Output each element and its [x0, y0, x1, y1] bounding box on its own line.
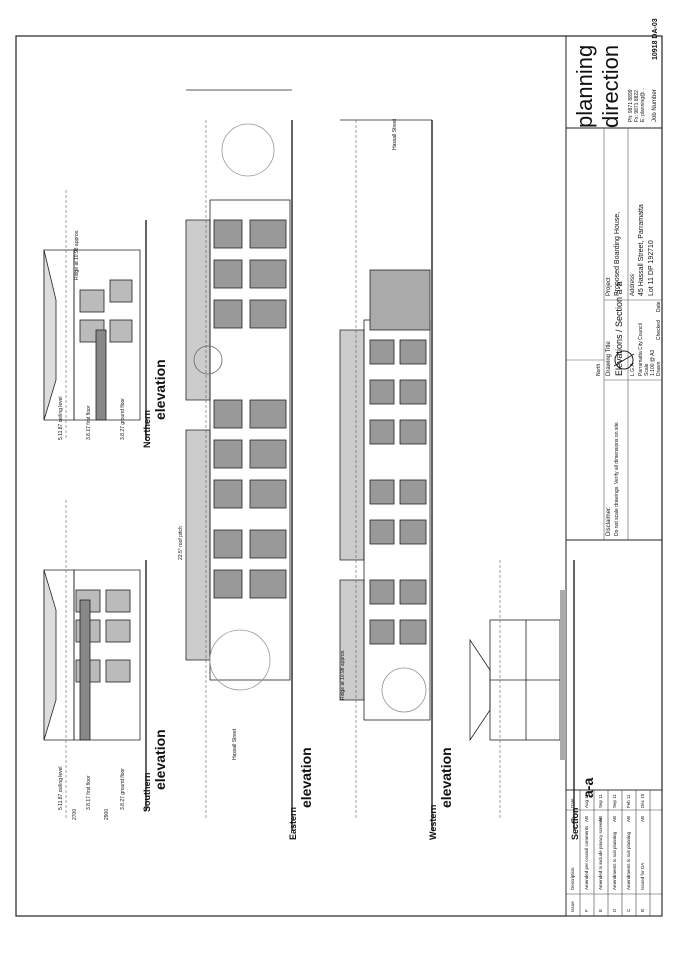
western-elevation-drawing: [339, 119, 433, 830]
drawing-title-label: Drawing Title: [606, 341, 612, 376]
roof-pitch-label: 22.5° roof pitch: [178, 526, 184, 560]
rev-row-date: Sep 11: [598, 794, 603, 808]
street-label: Hassall Street: [232, 728, 238, 760]
rev-header-description: Description: [570, 867, 575, 890]
drawn-label: Drawn: [656, 361, 662, 376]
level-first-label: 3.8.17 first floor: [86, 405, 92, 440]
address-label: Address: [630, 273, 636, 296]
level-first-label: 3.8.17 first floor: [86, 775, 92, 810]
western-title: Western: [428, 804, 438, 840]
rev-row-by: AB: [598, 815, 603, 822]
level-lines: [65, 120, 501, 820]
north-label: North: [596, 363, 602, 376]
northern-subtitle: elevation: [152, 359, 168, 420]
section-title: Section: [570, 807, 580, 840]
rev-row-by: AB: [612, 815, 617, 822]
eastern-title: Eastern: [288, 806, 298, 840]
rev-header-issue: Issue: [570, 901, 575, 912]
disclaimer-label: Disclaimer:: [606, 506, 612, 536]
ridge-label: Ridge at 10.98 approx.: [74, 229, 80, 280]
northern-title: Northern: [142, 410, 152, 448]
brand-name-line1: planning: [572, 44, 597, 128]
revision-table: [565, 789, 663, 917]
section-subtitle: a-a: [580, 777, 596, 798]
rev-row-issue: C: [626, 908, 631, 912]
rev-row-description: Amended to include privacy screens: [598, 817, 603, 890]
eastern-elevation-drawing: [185, 89, 293, 830]
western-subtitle: elevation: [438, 747, 454, 808]
ridge-label: Ridge at 10.98 approx.: [340, 649, 346, 700]
rev-row-by: AB: [626, 815, 631, 822]
rev-row-description: Amended per council comments: [584, 825, 589, 890]
brand-name-line2: direction: [598, 44, 623, 128]
date-label: Date: [656, 301, 662, 312]
north-arrow-icon: [614, 350, 634, 370]
rev-row-by: AB: [640, 815, 645, 822]
rev-row-date: Dec 10: [640, 793, 645, 808]
brand-contact-email: E: planning@...: [640, 87, 646, 122]
southern-title: Southern: [142, 772, 152, 813]
rev-row-description: Issued for DA: [640, 862, 645, 890]
rev-row-issue: F: [584, 909, 589, 912]
section-aa-drawing: [469, 560, 575, 830]
level-ceiling-label: 5.11.87 ceiling level: [58, 396, 64, 440]
address-line2: Lot 11 DP 192710: [648, 240, 655, 296]
sheet-border: [15, 35, 663, 917]
job-number: 10918 DA-03: [652, 18, 659, 60]
rev-row-description: Amendments to suit planning: [612, 831, 617, 890]
northern-elevation-drawing: [43, 220, 147, 440]
drawing-title: Elevations / Section a-a: [614, 281, 624, 376]
rev-row-date: Sep 11: [612, 794, 617, 808]
level-ceiling-label: 5.11.87 ceiling level: [58, 766, 64, 810]
lga-label: L.G.A: [630, 363, 636, 376]
job-number-label: Job Number: [652, 89, 658, 122]
street-label: Hassall Street: [392, 118, 398, 150]
level-ground-label: 3.8.27 ground floor: [120, 768, 126, 810]
rev-row-issue: E: [598, 908, 603, 912]
project-label: Project: [606, 277, 612, 296]
southern-subtitle: elevation: [152, 729, 168, 790]
eastern-subtitle: elevation: [298, 747, 314, 808]
rev-row-issue: D: [612, 908, 617, 912]
level-ground-label: 3.8.27 ground floor: [120, 398, 126, 440]
dimension-label: 2900: [104, 808, 110, 820]
checked-label: Checked: [656, 320, 662, 340]
southern-elevation-drawing: [43, 560, 147, 810]
rev-row-date: Feb 11: [626, 794, 631, 808]
rev-row-by: AB: [584, 815, 589, 822]
rev-row-issue: B: [640, 908, 645, 912]
rev-row-description: Amendments to suit planning: [626, 831, 631, 890]
disclaimer-text: Do not scale drawings. Verify all dimens…: [614, 420, 620, 536]
address-line1: 45 Hassall Street, Parramatta: [638, 204, 645, 296]
dimension-label: 2700: [72, 808, 78, 820]
